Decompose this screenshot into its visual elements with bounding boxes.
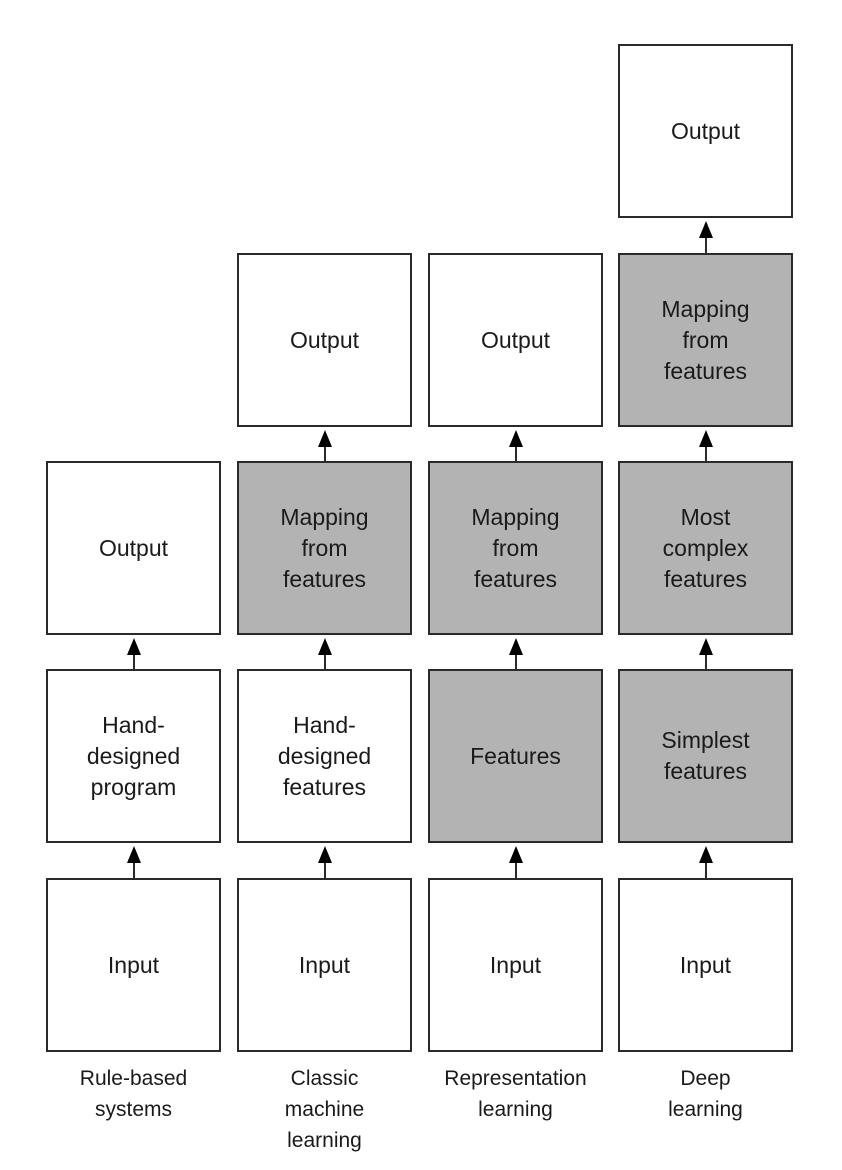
up-arrow-icon: [508, 846, 523, 878]
up-arrow-icon: [698, 638, 713, 669]
up-arrow-icon: [698, 430, 713, 461]
box-label: Input: [107, 951, 160, 978]
representation-learning-box-features: Features: [428, 669, 603, 843]
box-label: Input: [298, 951, 351, 978]
deep-learning-box-mapping-from-features: Mapping from features: [618, 253, 793, 427]
classic-machine-learning-box-hand-designed-features: Hand- designed features: [237, 669, 412, 843]
column-label-deep-learning: Deep learning: [668, 1067, 743, 1121]
box-label: Mapping from features: [661, 295, 750, 384]
rule-based-systems-box-hand-designed-program: Hand- designed program: [46, 669, 221, 843]
box-label: Input: [489, 951, 542, 978]
up-arrow-icon: [126, 638, 141, 669]
representation-learning-box-input: Input: [428, 878, 603, 1052]
box-label: Hand- designed program: [86, 711, 181, 800]
deep-learning-box-output: Output: [618, 44, 793, 218]
box-label: Input: [679, 951, 732, 978]
deep-learning-box-simplest-features: Simplest features: [618, 669, 793, 843]
rule-based-systems-box-output: Output: [46, 461, 221, 635]
up-arrow-icon: [317, 846, 332, 878]
column-label-rule-based-systems: Rule-based systems: [79, 1067, 188, 1121]
deep-learning-box-input: Input: [618, 878, 793, 1052]
box-label: Output: [480, 326, 551, 353]
representation-learning-box-mapping-from-features: Mapping from features: [428, 461, 603, 635]
classic-machine-learning-box-output: Output: [237, 253, 412, 427]
box-label: Output: [670, 117, 741, 144]
box-label: Simplest features: [661, 727, 750, 784]
column-label-representation-learning: Representation learning: [444, 1067, 587, 1121]
box-label: Output: [289, 326, 360, 353]
up-arrow-icon: [698, 846, 713, 878]
classic-machine-learning-box-input: Input: [237, 878, 412, 1052]
up-arrow-icon: [698, 221, 713, 253]
box-label: Most complex features: [662, 503, 749, 592]
up-arrow-icon: [317, 638, 332, 669]
box-label: Features: [470, 742, 561, 769]
up-arrow-icon: [126, 846, 141, 878]
column-label-classic-machine-learning: Classic machine learning: [284, 1067, 365, 1152]
representation-learning-box-output: Output: [428, 253, 603, 427]
box-label: Output: [98, 534, 169, 561]
box-label: Mapping from features: [280, 503, 369, 592]
classic-machine-learning-box-mapping-from-features: Mapping from features: [237, 461, 412, 635]
rule-based-systems-box-input: Input: [46, 878, 221, 1052]
box-label: Mapping from features: [471, 503, 560, 592]
up-arrow-icon: [508, 638, 523, 669]
up-arrow-icon: [317, 430, 332, 461]
deep-learning-box-most-complex-features: Most complex features: [618, 461, 793, 635]
up-arrow-icon: [508, 430, 523, 461]
box-label: Hand- designed features: [277, 711, 372, 800]
